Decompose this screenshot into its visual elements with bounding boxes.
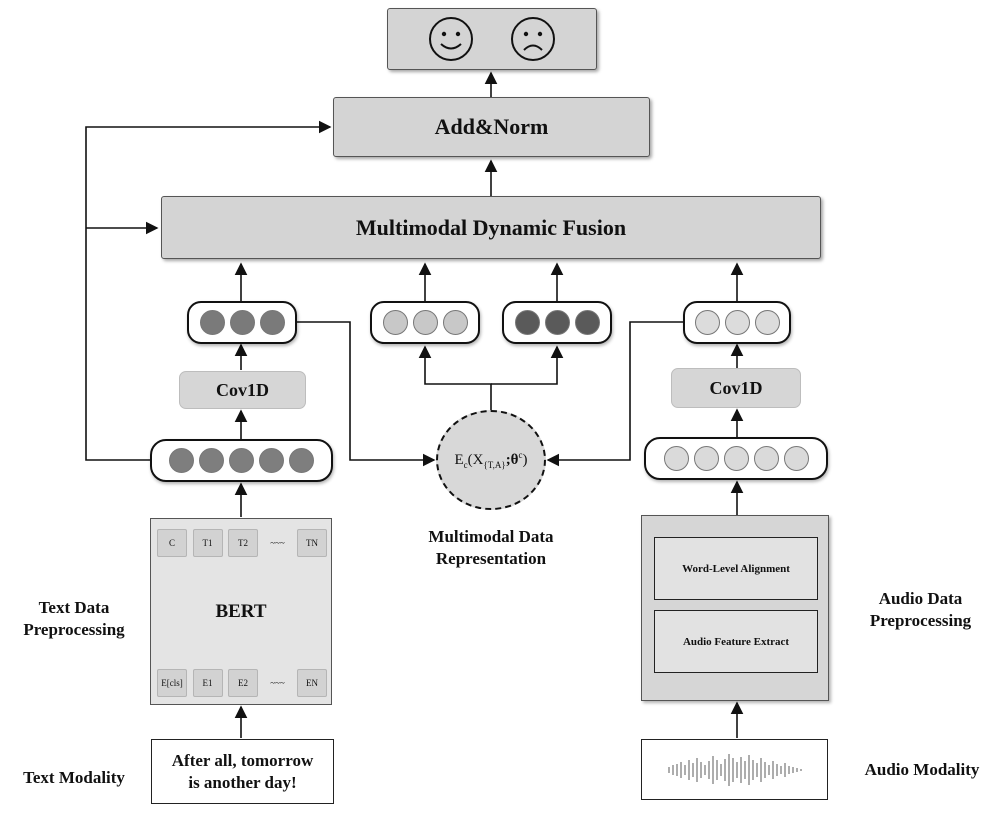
audio-preprocessing-label: Audio Data Preprocessing [869, 589, 972, 630]
audio-embeddings [644, 437, 828, 480]
audio-feature-extract-step: Audio Feature Extract [654, 610, 818, 673]
text-preprocessing-label: Text Data Preprocessing [23, 598, 125, 639]
bert-title: BERT [215, 601, 267, 622]
audio-conv-features [683, 301, 791, 344]
audio-modality-label: Audio Modality [864, 760, 980, 779]
text-input-box: After all, tomorrow is another day! [151, 739, 334, 804]
word-level-alignment-step: Word-Level Alignment [654, 537, 818, 600]
common-representation-light [370, 301, 480, 344]
bert-token: C [157, 529, 187, 557]
representation-label: Multimodal Data Representation [428, 527, 554, 568]
bert-top-tokens: C T1 T2 ~~~ TN [157, 529, 327, 557]
text-conv-features [187, 301, 297, 344]
bert-token: TN [297, 529, 327, 557]
audio-preprocessing-block: Word-Level Alignment Audio Feature Extra… [641, 515, 829, 701]
text-embeddings [150, 439, 333, 482]
bert-token: EN [297, 669, 327, 697]
add-norm-label: Add&Norm [434, 114, 549, 139]
text-modality-label: Text Modality [23, 768, 125, 787]
bert-token: T1 [192, 529, 223, 557]
cov1d-audio-block: Cov1D [671, 368, 801, 408]
text-input-line2: is another day! [188, 772, 297, 792]
add-norm-block: Add&Norm [333, 97, 650, 157]
bert-token: E[cls] [157, 669, 187, 697]
cov1d-audio-label: Cov1D [709, 377, 763, 398]
audio-input-box [641, 739, 828, 800]
text-input-line1: After all, tomorrow [171, 750, 314, 770]
common-representation-dark [502, 301, 612, 344]
bert-bottom-tokens: E[cls] E1 E2 ~~~ EN [157, 669, 327, 697]
happy-face-icon [429, 17, 473, 61]
sad-face-icon [511, 17, 555, 61]
bert-token: ~~~ [270, 678, 285, 688]
fusion-label: Multimodal Dynamic Fusion [355, 214, 627, 240]
bert-block: C T1 T2 ~~~ TN BERT E[cls] E1 E2 ~~~ EN [150, 518, 332, 705]
sentiment-output-box [387, 8, 597, 70]
cov1d-text-label: Cov1D [216, 379, 269, 400]
multimodal-representation-circle: Ec(X{T,A};θc) [436, 410, 546, 510]
fusion-block: Multimodal Dynamic Fusion [161, 196, 821, 259]
representation-formula: Ec(X{T,A};θc) [454, 450, 528, 470]
cov1d-text-block: Cov1D [179, 371, 306, 409]
audio-waveform-icon [667, 753, 802, 786]
bert-token: E2 [228, 669, 258, 697]
bert-token: T2 [228, 529, 258, 557]
bert-token: E1 [192, 669, 223, 697]
bert-token: ~~~ [270, 538, 285, 548]
